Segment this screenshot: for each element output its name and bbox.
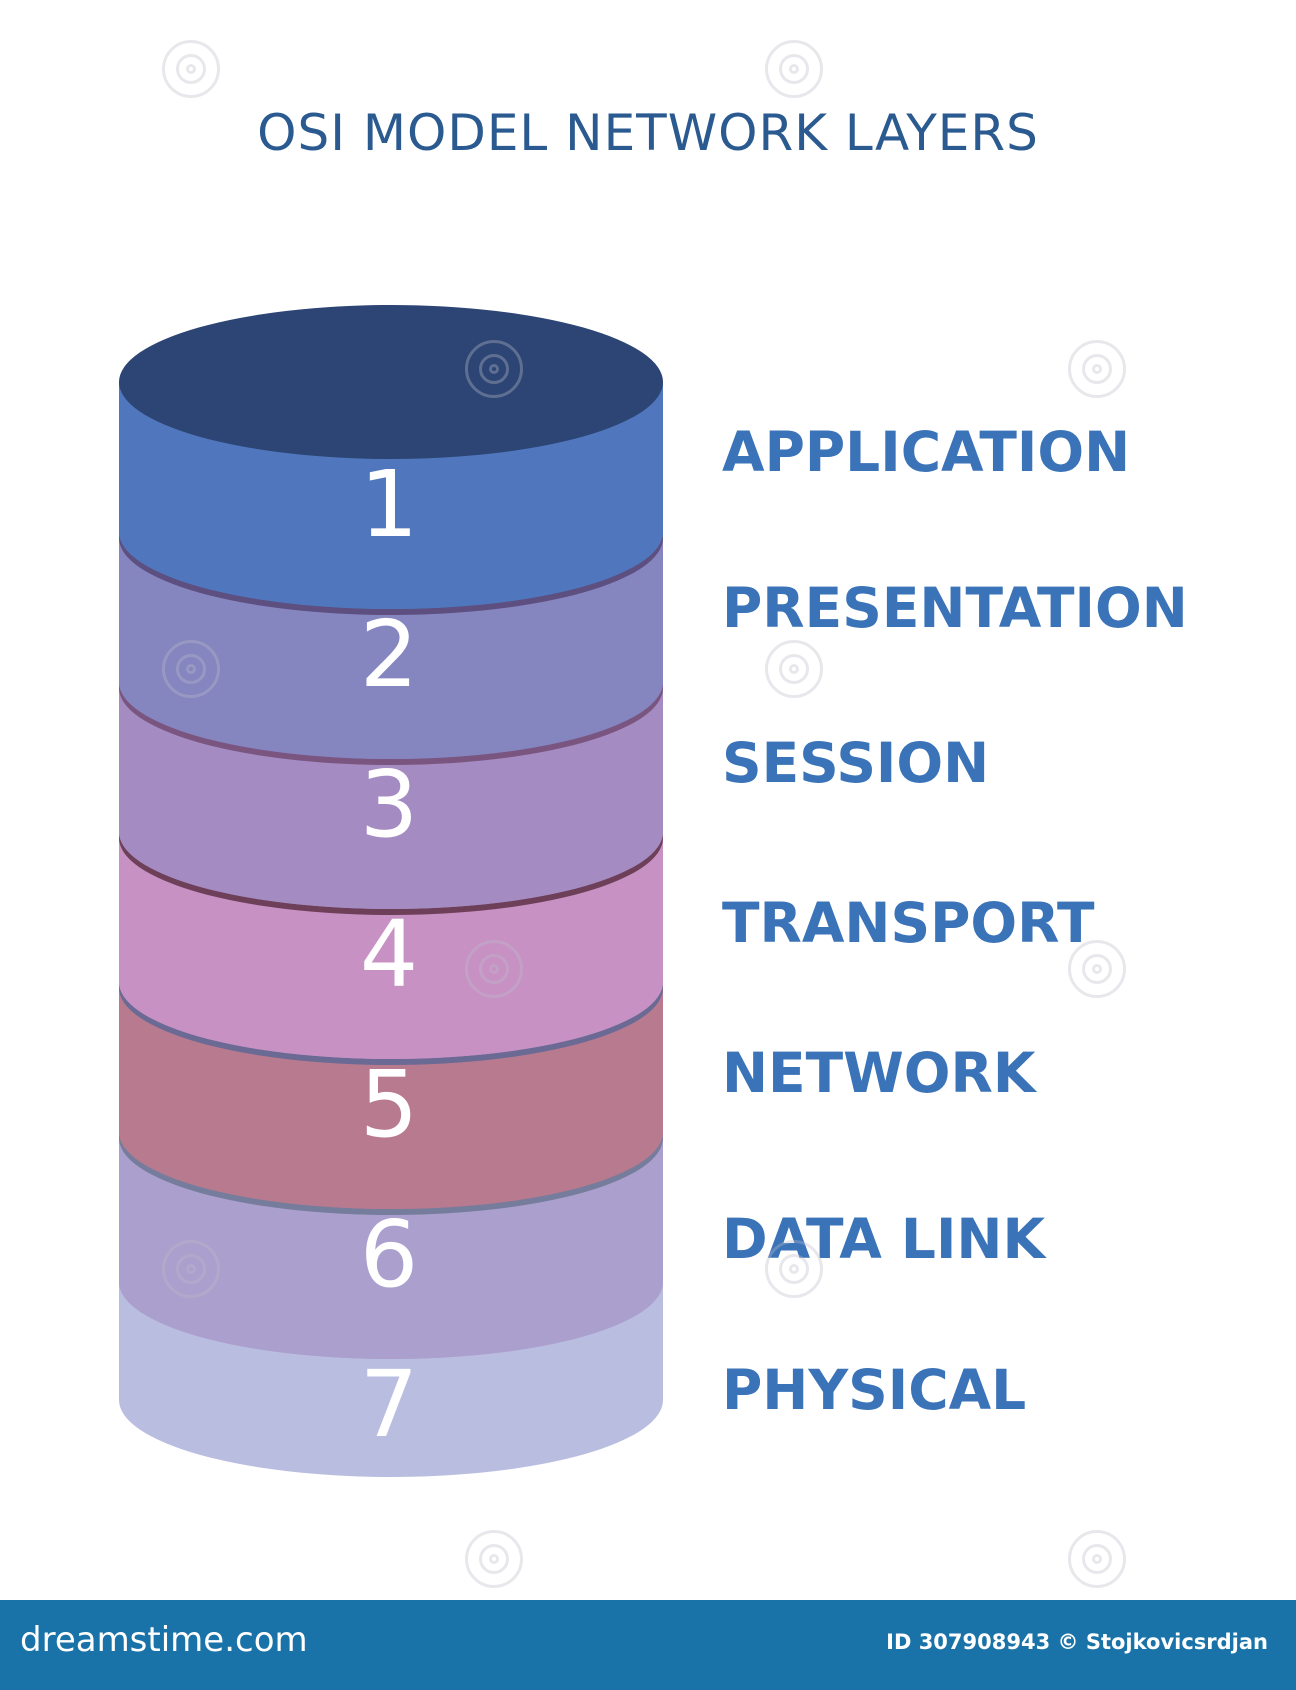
layer-5-bottom-edge [119,1112,663,1209]
layer-number-2: 2 [360,601,419,708]
cylinder-top-cap [119,305,663,459]
stock-footer-bar: dreamstime.com ID 307908943 © Stojkovics… [0,1600,1296,1690]
layer-label-transport: TRANSPORT [722,891,1095,955]
layer-label-session: SESSION [722,731,990,795]
watermark-icon [465,940,523,998]
watermark-icon [765,40,823,98]
watermark-icon [1068,340,1126,398]
layer-1-bottom-edge [119,512,663,609]
layer-label-application: APPLICATION [722,420,1131,484]
layer-2-bottom-edge [119,662,663,759]
watermark-icon [765,1240,823,1298]
watermark-icon [162,40,220,98]
footer-image-id: ID 307908943 © Stojkovicsrdjan [886,1630,1268,1654]
layer-label-network: NETWORK [722,1041,1036,1105]
layer-3-bottom-edge [119,812,663,909]
watermark-icon [465,340,523,398]
layer-number-5: 5 [360,1051,419,1158]
watermark-icon [1068,940,1126,998]
watermark-icon [1068,1530,1126,1588]
watermark-icon [162,1240,220,1298]
layer-number-4: 4 [360,901,419,1008]
layer-cylinder-stack: 1 2 3 4 5 6 7 [119,305,663,1477]
watermark-icon [162,640,220,698]
layer-4-bottom-edge [119,962,663,1059]
layer-number-1: 1 [360,451,419,558]
footer-brand: dreamstime.com [20,1620,308,1660]
layer-number-3: 3 [360,751,419,858]
diagram-title: OSI MODEL NETWORK LAYERS [257,104,1039,162]
layer-label-physical: PHYSICAL [722,1358,1027,1422]
layer-number-7: 7 [360,1351,419,1458]
watermark-icon [765,640,823,698]
watermark-icon [465,1530,523,1588]
layer-6-bottom-edge [119,1262,663,1359]
layer-label-presentation: PRESENTATION [722,576,1188,640]
layer-number-6: 6 [360,1201,419,1308]
